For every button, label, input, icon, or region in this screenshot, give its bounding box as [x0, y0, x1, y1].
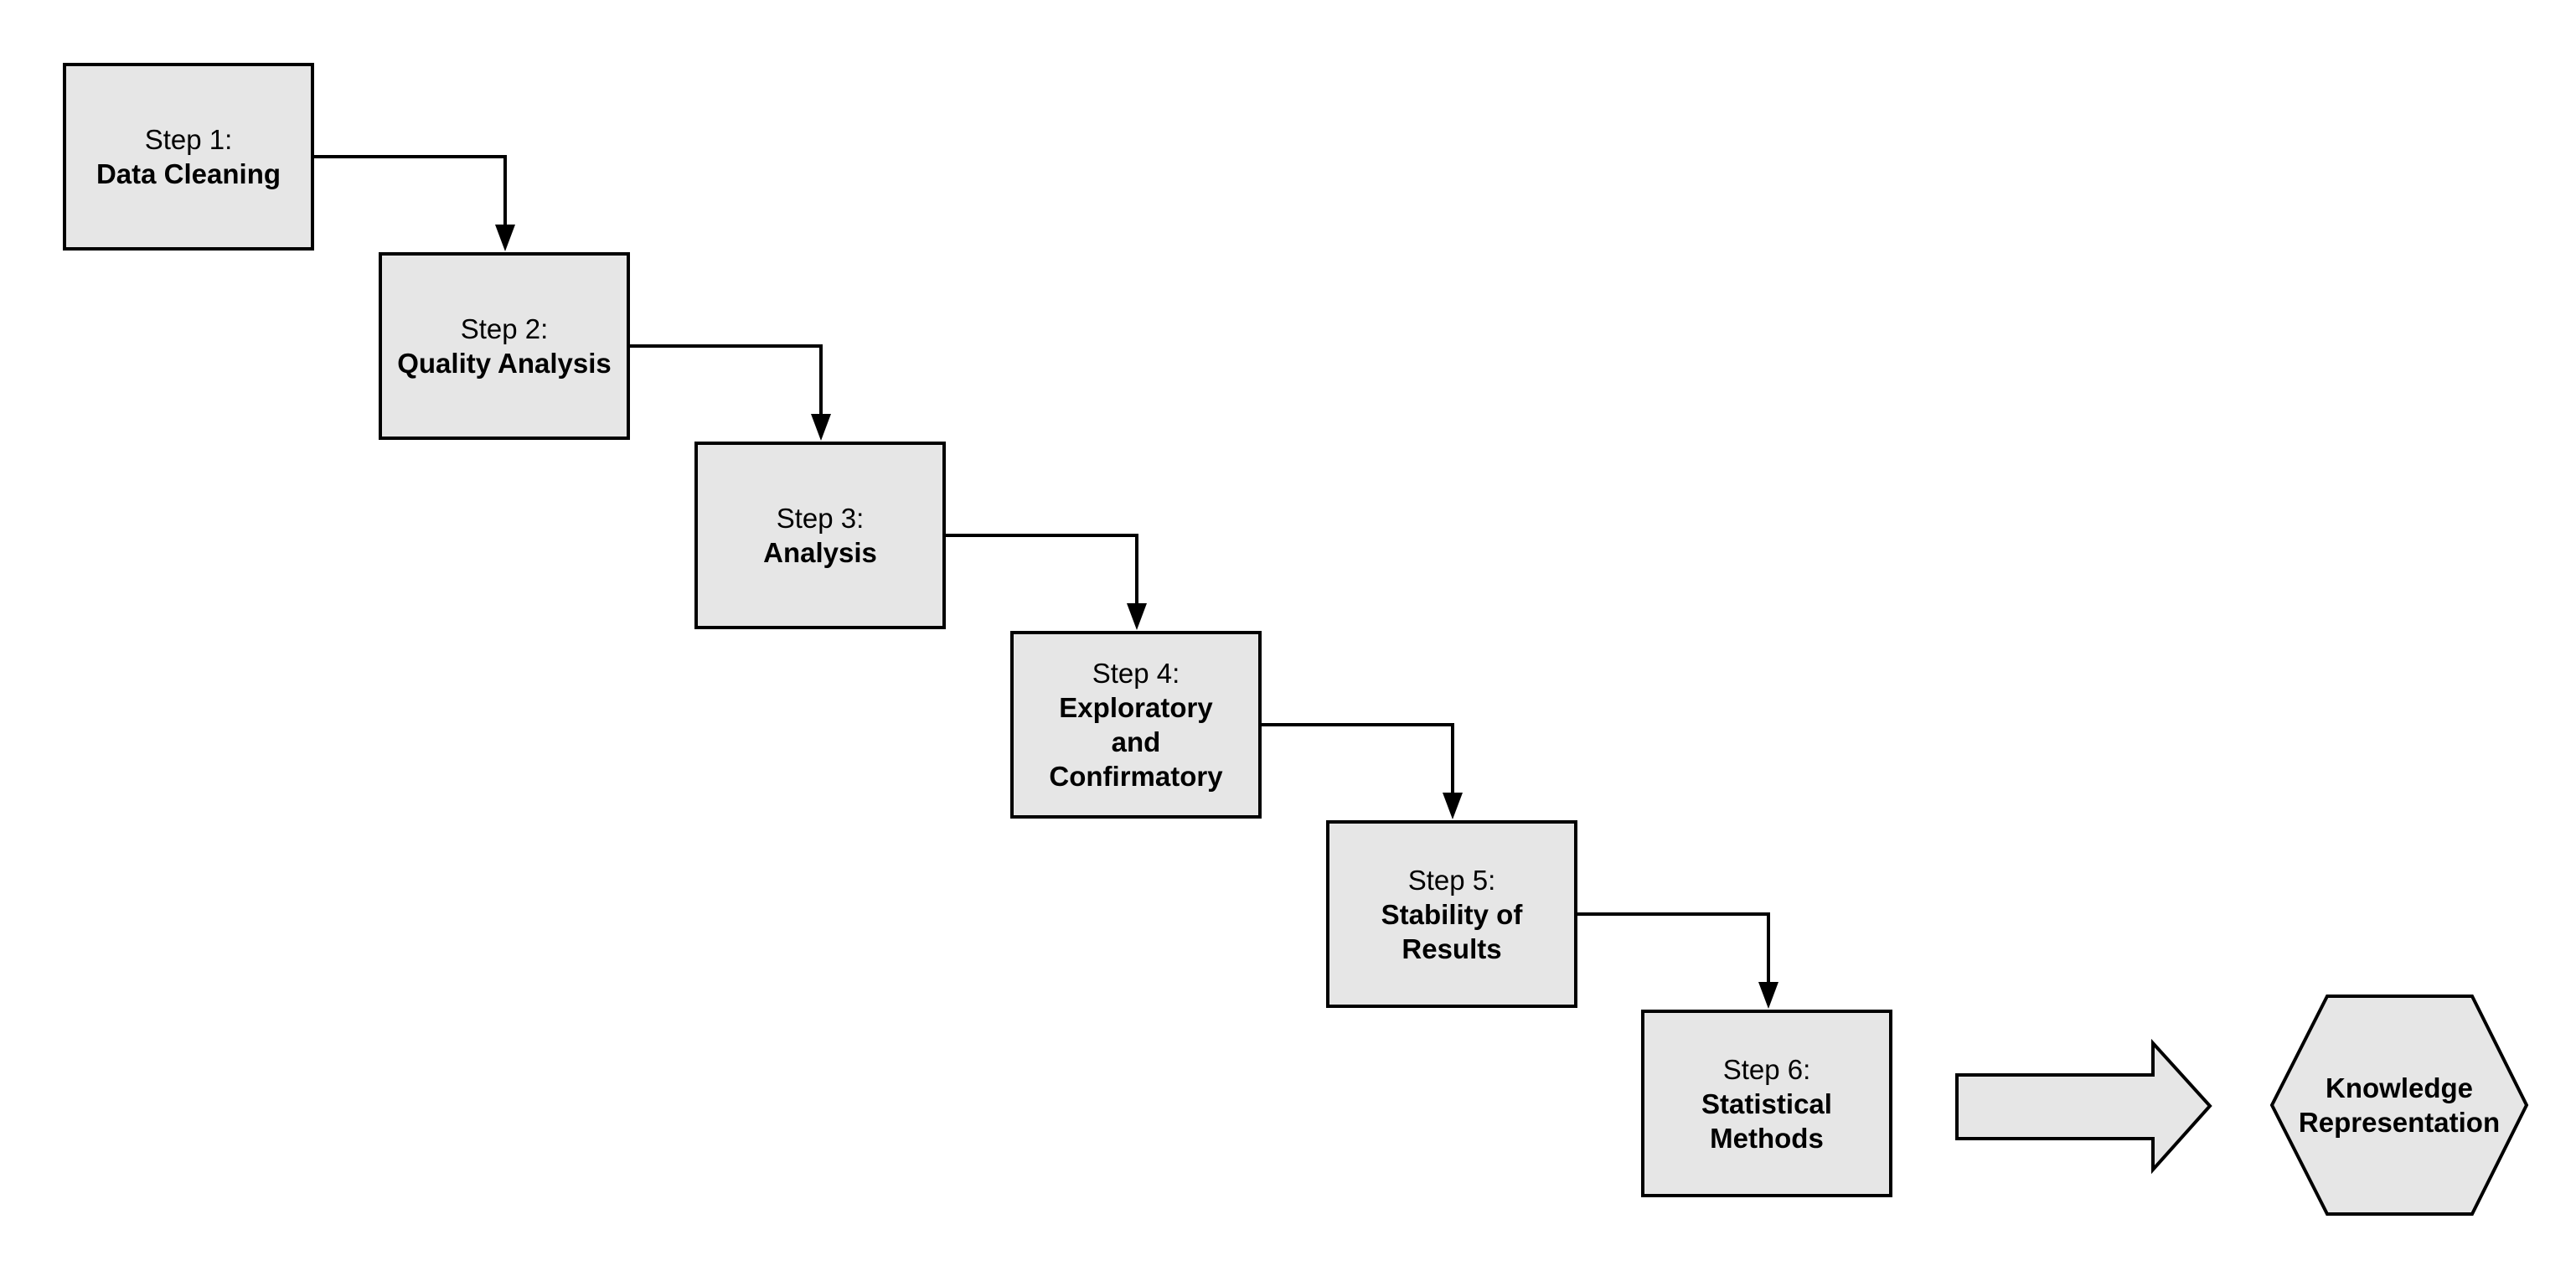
- step-number: Step 4:: [1092, 658, 1180, 689]
- step-number: Step 5:: [1407, 864, 1496, 896]
- step-title: Analysis: [763, 537, 877, 568]
- step-number: Step 3:: [776, 503, 865, 534]
- step-title: Quality Analysis: [397, 348, 612, 379]
- step-number: Step 1:: [144, 124, 233, 155]
- result-label: Knowledge Representation: [2298, 1072, 2501, 1138]
- step-box: Step 4: Exploratory and Confirmatory: [1010, 631, 1262, 819]
- step-title: Statistical Methods: [1701, 1088, 1832, 1154]
- step-number: Step 6:: [1722, 1053, 1811, 1085]
- connector-step3-to-step4: [946, 534, 1147, 630]
- step-box: Step 3: Analysis: [694, 442, 946, 629]
- connector-step2-to-step3: [630, 344, 831, 441]
- connector-step4-to-step5: [1262, 723, 1463, 819]
- step-title: Exploratory and Confirmatory: [1049, 692, 1223, 792]
- step-box: Step 6: Statistical Methods: [1641, 1010, 1892, 1197]
- block-arrow-right-icon: [1955, 1038, 2212, 1175]
- step-title: Stability of Results: [1381, 898, 1523, 964]
- knowledge-representation-node: Knowledge Representation: [2272, 995, 2527, 1216]
- connector-step1-to-step2: [314, 155, 515, 251]
- step-box: Step 5: Stability of Results: [1326, 820, 1577, 1008]
- step-title: Data Cleaning: [96, 158, 281, 189]
- step-number: Step 2:: [460, 313, 549, 344]
- step-box: Step 1: Data Cleaning: [63, 63, 314, 251]
- step-box: Step 2: Quality Analysis: [379, 252, 630, 440]
- connector-step5-to-step6: [1577, 912, 1778, 1009]
